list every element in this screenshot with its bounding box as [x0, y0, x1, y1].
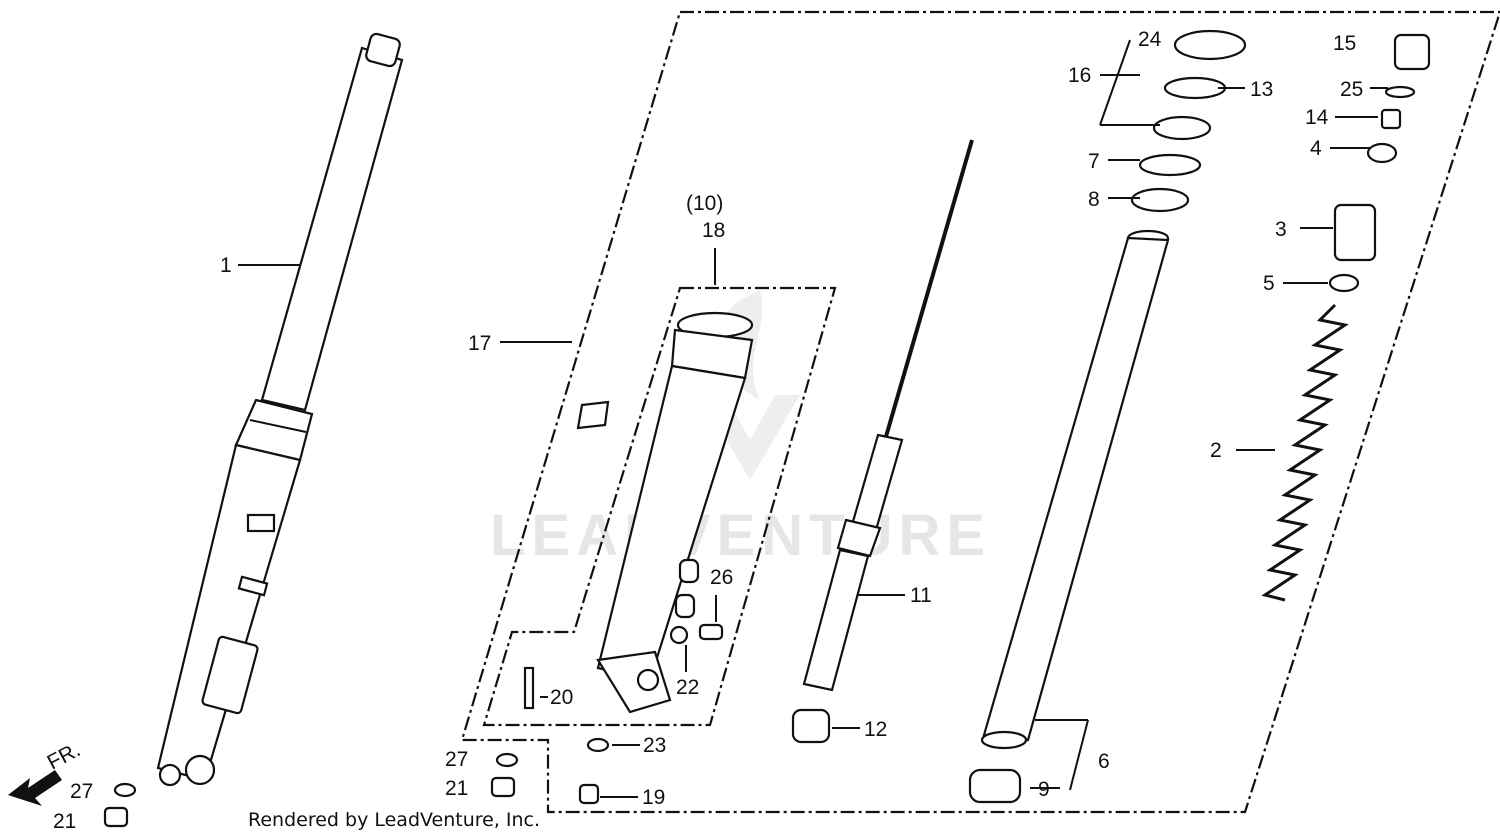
- spacer-part-3: [1333, 203, 1377, 262]
- bolt-part-26: [698, 623, 724, 641]
- dust-seal-part-24: [1173, 29, 1247, 61]
- washer-part-22: [669, 625, 689, 645]
- callout-20: 20: [550, 686, 573, 709]
- callout-17: 17: [468, 332, 491, 355]
- front-direction-label: FR.: [44, 738, 85, 774]
- fork-assembly-part-1: [156, 32, 404, 787]
- damper-rod-part-11: [802, 139, 974, 692]
- washer-part-27b: [495, 752, 519, 768]
- inner-tube-part-6: [980, 229, 1170, 750]
- bushing-part-8: [1130, 187, 1190, 213]
- callout-24: 24: [1138, 28, 1162, 51]
- nut-part-21a: [103, 806, 129, 828]
- callout-21b: 21: [445, 777, 468, 800]
- o-ring-part-25: [1384, 85, 1416, 99]
- outer-tube-part-18: [576, 311, 754, 714]
- nut-part-21b: [490, 776, 516, 798]
- leader-lines: [238, 39, 1388, 798]
- callout-10: (10): [686, 192, 723, 215]
- callout-27b: 27: [445, 748, 468, 771]
- nut-part-4: [1366, 142, 1398, 164]
- assembly-outline-17: [460, 10, 1500, 814]
- clip-part-13: [1163, 76, 1227, 100]
- washer-part-27a: [113, 782, 137, 798]
- nut-part-14: [1380, 108, 1402, 130]
- callout-11: 11: [910, 584, 932, 607]
- washer-part-5: [1328, 273, 1360, 293]
- callout-7: 7: [1088, 150, 1100, 173]
- callout-27a: 27: [70, 780, 93, 803]
- callout-21a: 21: [53, 810, 76, 833]
- callout-18: 18: [702, 219, 725, 242]
- hardware-bits: [103, 623, 724, 828]
- callout-25: 25: [1340, 78, 1363, 101]
- callout-19: 19: [642, 786, 665, 809]
- callout-6: 6: [1098, 750, 1110, 773]
- oil-lock-piece-part-12: [791, 708, 831, 744]
- bolt-part-19: [578, 783, 600, 805]
- screw-part-23: [586, 737, 610, 753]
- fork-bolt-part-15: [1393, 33, 1431, 71]
- callout-14: 14: [1305, 106, 1329, 129]
- pin-part-20: [523, 666, 535, 710]
- callout-23: 23: [643, 734, 666, 757]
- callout-26: 26: [710, 566, 733, 589]
- callout-22: 22: [676, 676, 699, 699]
- watermark-text: LEADVENTURE: [490, 503, 991, 568]
- callout-12: 12: [864, 718, 887, 741]
- credit-text: Rendered by LeadVenture, Inc.: [248, 809, 540, 831]
- callout-16: 16: [1068, 64, 1091, 87]
- washer-part-7: [1138, 153, 1202, 177]
- callout-9: 9: [1038, 778, 1050, 801]
- callout-3: 3: [1275, 218, 1287, 241]
- callout-labels: 1 2 3 4 5 6 7 8 9 (10) 11 12 13 14 15 16…: [53, 28, 1363, 833]
- callout-5: 5: [1263, 272, 1275, 295]
- bushing-part-9: [968, 768, 1022, 804]
- callout-13: 13: [1250, 78, 1273, 101]
- oil-seal-part-16: [1152, 115, 1212, 141]
- callout-8: 8: [1088, 188, 1100, 211]
- callout-4: 4: [1310, 137, 1322, 160]
- callout-15: 15: [1333, 32, 1356, 55]
- callout-2: 2: [1210, 439, 1222, 462]
- assembly-outline-18: [482, 286, 837, 727]
- callout-1: 1: [220, 254, 232, 277]
- seal-stack: [1130, 29, 1247, 213]
- fork-spring-part-2: [1261, 303, 1349, 602]
- top-parts: [1328, 33, 1431, 293]
